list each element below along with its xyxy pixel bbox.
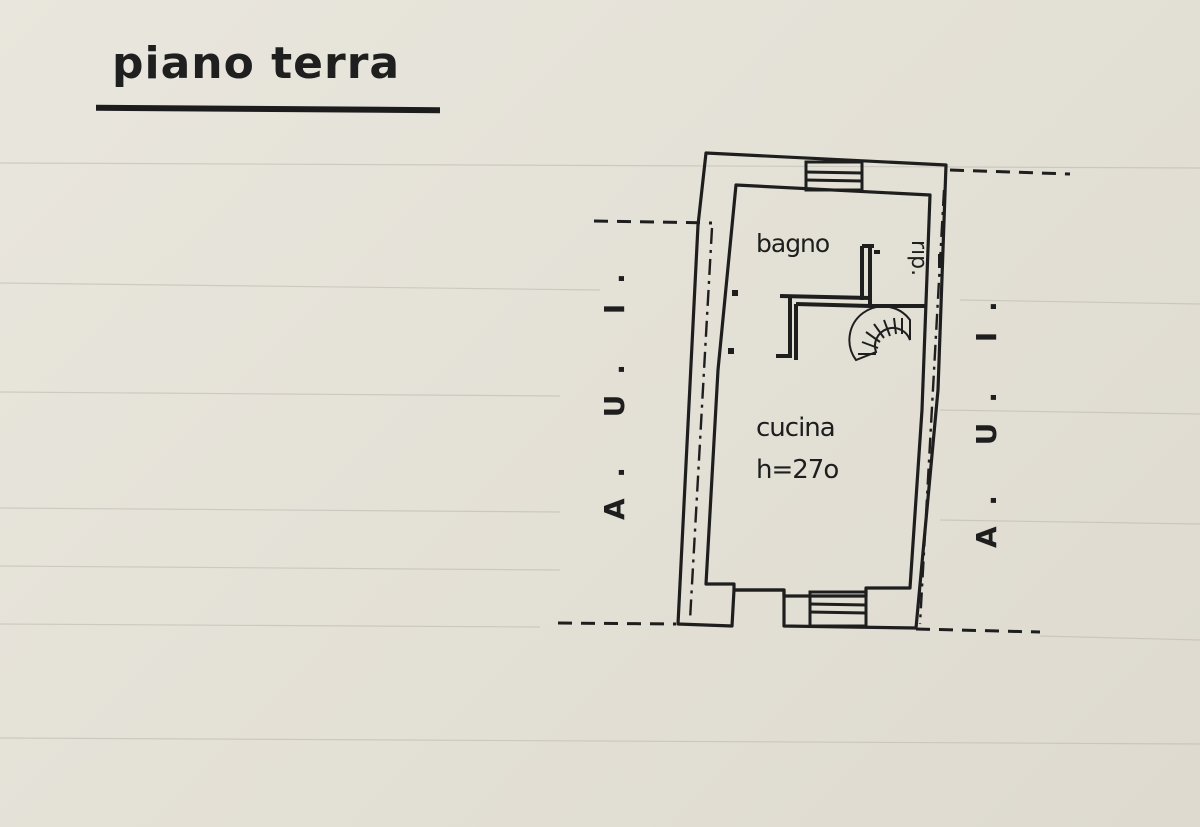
room-label-storage: rip. bbox=[906, 240, 931, 276]
property-boundary-lines bbox=[557, 168, 1071, 634]
room-label-kitchen: cucina bbox=[756, 413, 835, 443]
spiral-stair bbox=[848, 305, 911, 362]
bathroom-partitions bbox=[776, 244, 926, 360]
room-label-bathroom: bagno bbox=[756, 229, 829, 258]
page-title: piano terra bbox=[112, 38, 401, 89]
ceiling-height-label: h=27o bbox=[756, 455, 838, 485]
building-walls bbox=[676, 151, 948, 630]
neighbor-boundary-lines bbox=[688, 189, 946, 625]
neighbor-label-left: A. U. I. bbox=[598, 253, 631, 520]
entrance-door bbox=[808, 590, 868, 628]
neighbor-label-right: A. U. I. bbox=[970, 281, 1003, 548]
top-window bbox=[804, 160, 864, 192]
